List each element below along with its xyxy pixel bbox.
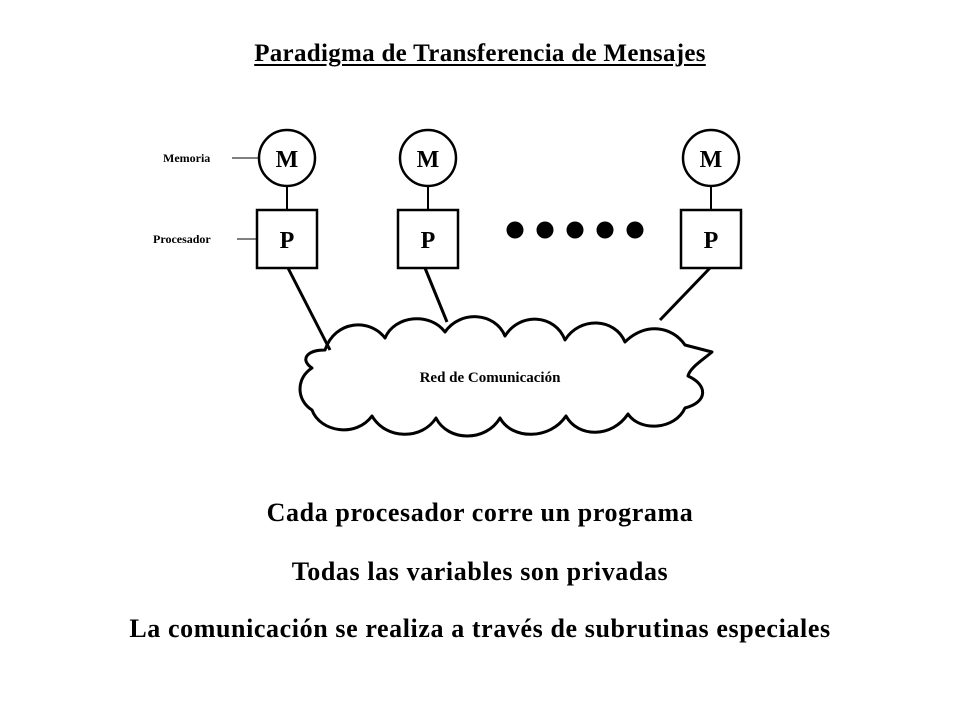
memory-symbol-1: M	[276, 147, 299, 173]
statement-line-1: Cada procesador corre un programa	[266, 498, 694, 527]
statement-line-3: La comunicación se realiza a través de s…	[129, 614, 831, 643]
network-label: Red de Comunicación	[420, 370, 561, 386]
processor-label: Procesador	[153, 232, 211, 246]
processor-node-1	[255, 208, 319, 270]
processor-symbol-2: P	[421, 228, 436, 254]
network-cloud-shape	[298, 315, 714, 438]
ellipsis-dot	[626, 221, 644, 239]
memory-node-3	[681, 128, 741, 188]
memory-symbol-2: M	[417, 147, 440, 173]
memory-symbol-3: M	[700, 147, 723, 173]
processor-symbol-1: P	[280, 228, 295, 254]
page-title: Paradigma de Transferencia de Mensajes	[254, 40, 706, 67]
processor-node-3	[679, 208, 743, 270]
ellipsis-dots	[506, 221, 644, 239]
statement-line-2: Todas las variables son privadas	[291, 557, 669, 586]
ellipsis-dot	[566, 221, 584, 239]
processor-symbol-3: P	[704, 228, 719, 254]
memory-node-1	[257, 128, 317, 188]
link-processor-3	[658, 266, 712, 322]
link-processor-2	[423, 267, 449, 323]
memory-node-2	[398, 128, 458, 188]
link-processor-1	[286, 267, 332, 351]
ellipsis-dot	[506, 221, 524, 239]
processor-node-2	[396, 208, 460, 270]
ellipsis-dot	[596, 221, 614, 239]
memory-label: Memoria	[163, 151, 210, 165]
ellipsis-dot	[536, 221, 554, 239]
